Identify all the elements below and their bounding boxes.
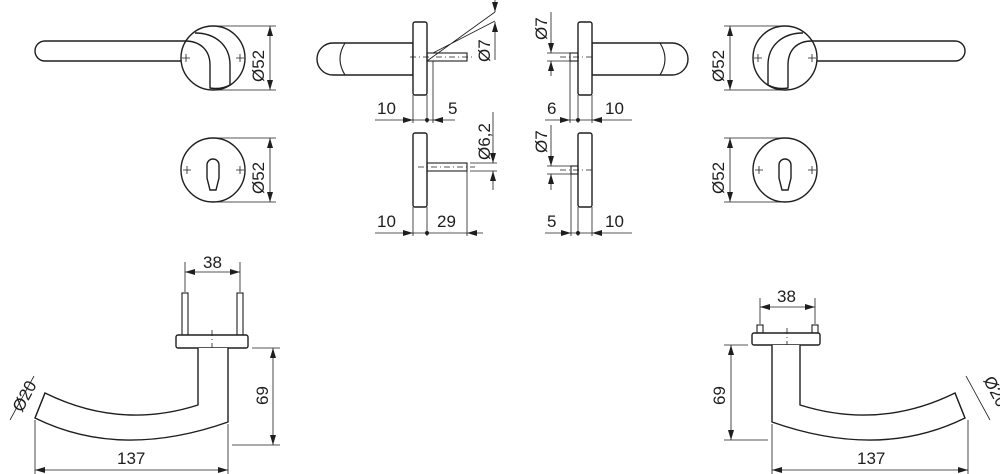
dim-rose-thickness: 10	[377, 212, 396, 231]
dim-rose-thickness: 10	[377, 99, 396, 118]
front-view-lever-right: Ø52	[709, 25, 966, 91]
dim-spindle-diameter: Ø7	[475, 39, 494, 62]
dim-spindle-length: 6	[547, 99, 556, 118]
side-view-escutcheon-left: Ø6,2 10 29	[375, 112, 497, 236]
dim-length: 137	[857, 449, 885, 468]
dim-spindle-length: 29	[437, 212, 456, 231]
dim-rose-diameter: Ø52	[249, 50, 268, 82]
top-view-handle-left: 38 69 137 Ø20	[9, 253, 280, 474]
dim-projection: 69	[253, 386, 272, 405]
dim-projection: 69	[710, 386, 729, 405]
front-view-lever-left: Ø52	[34, 25, 276, 91]
top-view-handle-right: 38 69 137 Ø20	[710, 287, 1000, 474]
dim-spindle-diameter: Ø7	[532, 17, 551, 40]
dim-screw-spacing: 38	[777, 287, 796, 306]
dim-rose-diameter: Ø52	[249, 162, 268, 194]
dim-grip-diameter: Ø20	[979, 373, 1000, 410]
dim-rose-thickness: 10	[605, 212, 624, 231]
dim-spindle-length: 5	[448, 99, 457, 118]
dim-spindle-length: 5	[547, 212, 556, 231]
dim-rose-diameter: Ø52	[709, 162, 728, 194]
side-view-lever-left: Ø7 10 5	[316, 0, 498, 123]
dim-rose-thickness: 10	[605, 99, 624, 118]
dim-rose-diameter: Ø52	[709, 50, 728, 82]
dim-screw-spacing: 38	[203, 253, 222, 272]
side-view-escutcheon-right: Ø7 5 10	[532, 125, 632, 236]
side-view-lever-right: Ø7 6 10	[532, 12, 689, 123]
dim-spindle-diameter: Ø6,2	[475, 123, 494, 160]
dim-spindle-diameter: Ø7	[532, 130, 551, 153]
dim-length: 137	[117, 449, 145, 468]
front-view-escutcheon-right: Ø52	[709, 137, 818, 203]
dim-grip-diameter: Ø20	[9, 378, 41, 415]
front-view-escutcheon-left: Ø52	[180, 137, 276, 203]
